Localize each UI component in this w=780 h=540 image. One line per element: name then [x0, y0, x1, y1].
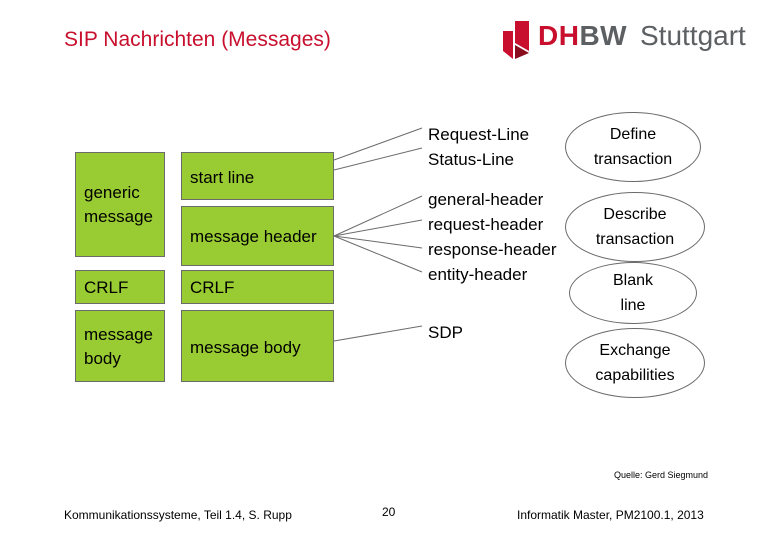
- crlf-middle-label: CRLF: [190, 278, 235, 297]
- exchange-capabilities-ellipse: Exchange capabilities: [565, 328, 705, 398]
- message-header-box: message header: [181, 206, 334, 266]
- crlf-left-label: CRLF: [84, 278, 129, 297]
- footer-course: Kommunikationssysteme, Teil 1.4, S. Rupp: [64, 508, 292, 522]
- message-header-label: message header: [190, 227, 317, 246]
- describe-transaction-ellipse: Describe transaction: [565, 192, 705, 262]
- header-types: general-header request-header response-h…: [428, 190, 557, 284]
- footer-program: Informatik Master, PM2100.1, 2013: [517, 508, 704, 522]
- message-body-left-label: message body: [84, 325, 153, 368]
- logo-city: Stuttgart: [640, 20, 746, 51]
- page-number: 20: [382, 505, 396, 519]
- body-type: SDP: [428, 323, 463, 342]
- source-note: Quelle: Gerd Siegmund: [614, 470, 709, 480]
- define-transaction-ellipse: Define transaction: [565, 112, 701, 182]
- generic-message-label: generic message: [84, 183, 153, 226]
- start-line-types: Request-Line Status-Line: [428, 125, 530, 169]
- slide-title: SIP Nachrichten (Messages): [64, 28, 331, 51]
- dhbw-logo-text: DHBW: [538, 20, 628, 51]
- start-line-box: start line: [181, 152, 334, 200]
- dhbw-logo-icon: [503, 21, 529, 59]
- blank-line-ellipse: Blank line: [569, 262, 697, 324]
- message-body-middle-box: message body: [181, 310, 334, 382]
- start-line-label: start line: [190, 168, 255, 187]
- generic-message-box: generic message: [75, 152, 165, 257]
- message-body-middle-label: message body: [190, 338, 301, 357]
- crlf-middle-box: CRLF: [181, 270, 334, 304]
- message-body-left-box: message body: [75, 310, 165, 382]
- crlf-left-box: CRLF: [75, 270, 165, 304]
